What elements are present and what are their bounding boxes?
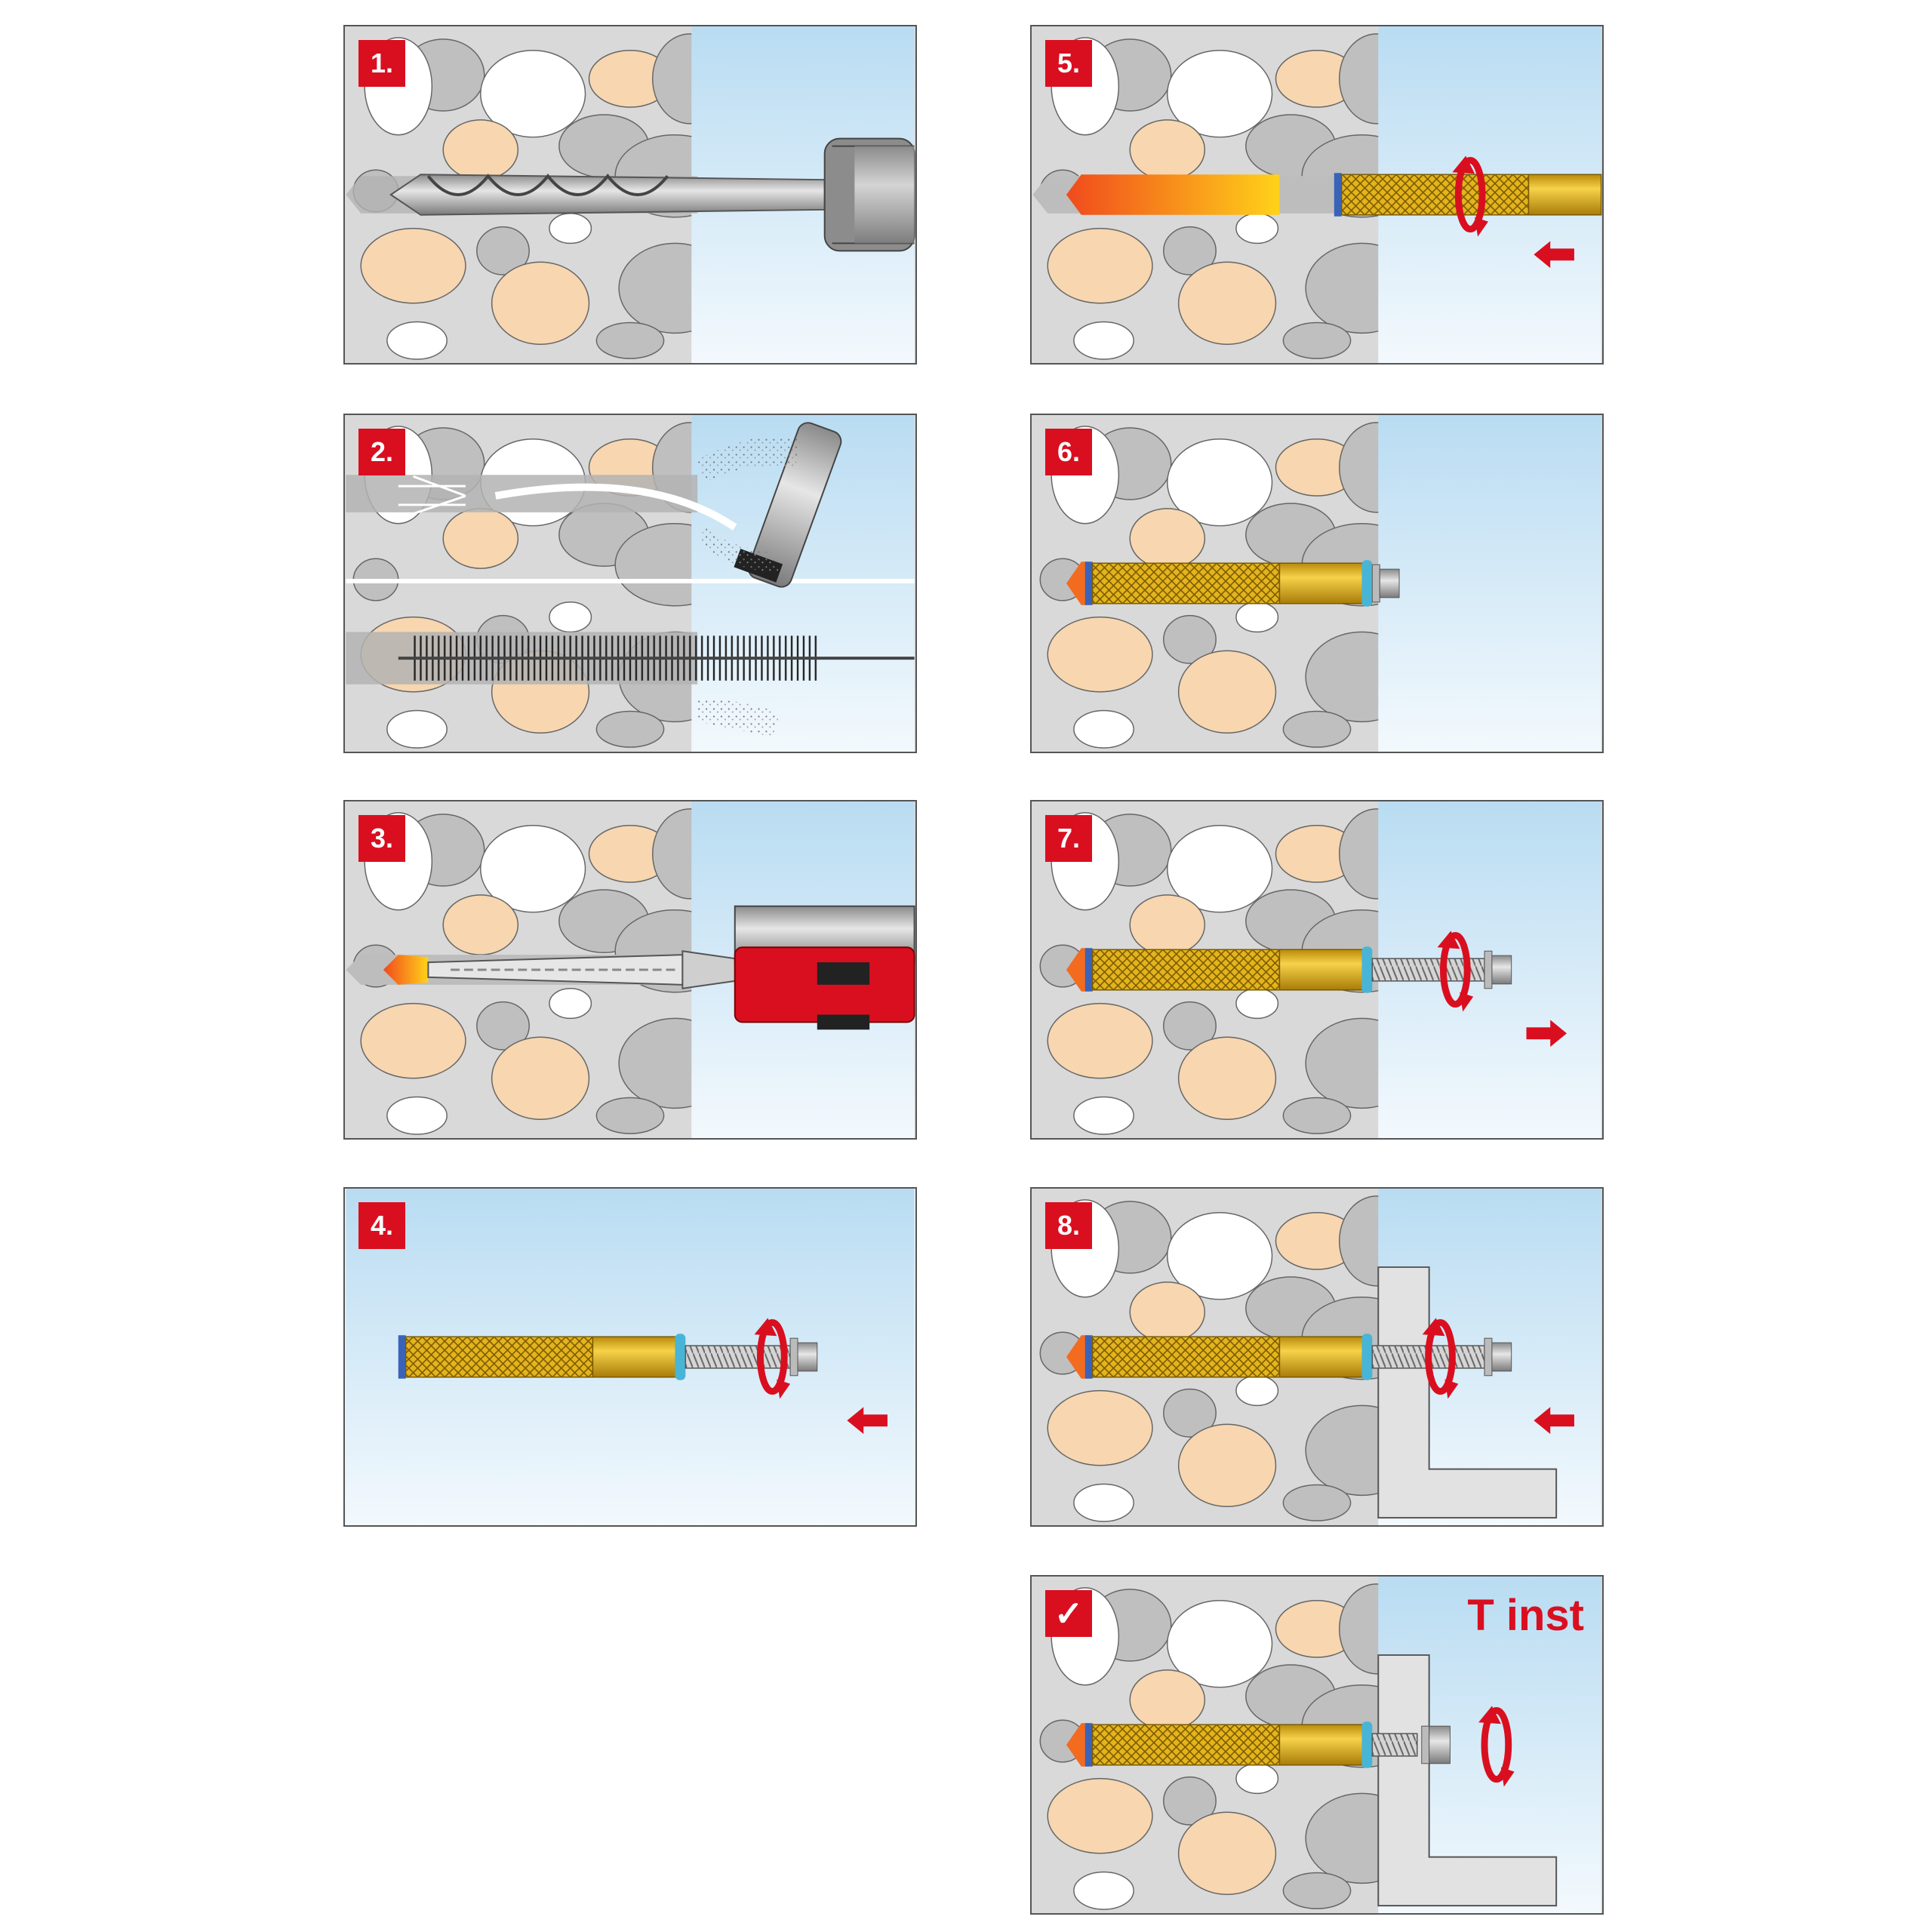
anchor-sleeve-icon xyxy=(1084,560,1400,607)
step-panel-5: 5. xyxy=(1030,25,1604,365)
anchor-sleeve-icon xyxy=(1334,173,1602,217)
injection-gun-icon xyxy=(734,905,915,1030)
installation-time-label: T inst xyxy=(1467,1591,1584,1640)
step-number-badge: 2. xyxy=(358,429,405,475)
step-panel-final: ✓ T inst xyxy=(1030,1575,1604,1915)
step-number-badge: 3. xyxy=(358,815,405,862)
drill-chuck-icon xyxy=(823,137,915,252)
step-final-illustration xyxy=(1032,1577,1601,1913)
step-panel-4: 4. xyxy=(343,1187,917,1527)
fixture-bracket-icon xyxy=(1377,1654,1558,1907)
step-panel-2: 2. xyxy=(343,414,917,753)
step-1-illustration xyxy=(346,26,915,363)
mixing-nozzle-icon xyxy=(427,950,736,989)
step-8-illustration xyxy=(1032,1189,1601,1525)
anchor-sleeve-icon xyxy=(398,1334,818,1380)
step-3-illustration xyxy=(346,801,915,1138)
step-number-badge: 5. xyxy=(1045,40,1092,87)
step-number-badge: 7. xyxy=(1045,815,1092,862)
drill-bit-icon xyxy=(389,174,826,216)
brush-icon xyxy=(398,635,915,681)
step-panel-8: 8. xyxy=(1030,1187,1604,1527)
step-6-illustration xyxy=(1032,415,1601,752)
anchor-sleeve-icon xyxy=(1084,1721,1451,1768)
check-icon: ✓ xyxy=(1045,1590,1092,1637)
step-number-badge: 4. xyxy=(358,1202,405,1249)
step-number-badge: 6. xyxy=(1045,429,1092,475)
step-number-badge: 1. xyxy=(358,40,405,87)
step-panel-6: 6. xyxy=(1030,414,1604,753)
step-panel-3: 3. xyxy=(343,800,917,1140)
step-panel-1: 1. xyxy=(343,25,917,365)
step-2-illustration xyxy=(346,415,915,752)
step-5-illustration xyxy=(1032,26,1602,363)
anchor-sleeve-icon xyxy=(1084,1334,1512,1380)
step-panel-7: 7. xyxy=(1030,800,1604,1140)
step-7-illustration xyxy=(1032,801,1601,1138)
step-number-badge: 8. xyxy=(1045,1202,1092,1249)
fixture-bracket-icon xyxy=(1377,1266,1558,1519)
step-4-illustration xyxy=(346,1189,915,1525)
